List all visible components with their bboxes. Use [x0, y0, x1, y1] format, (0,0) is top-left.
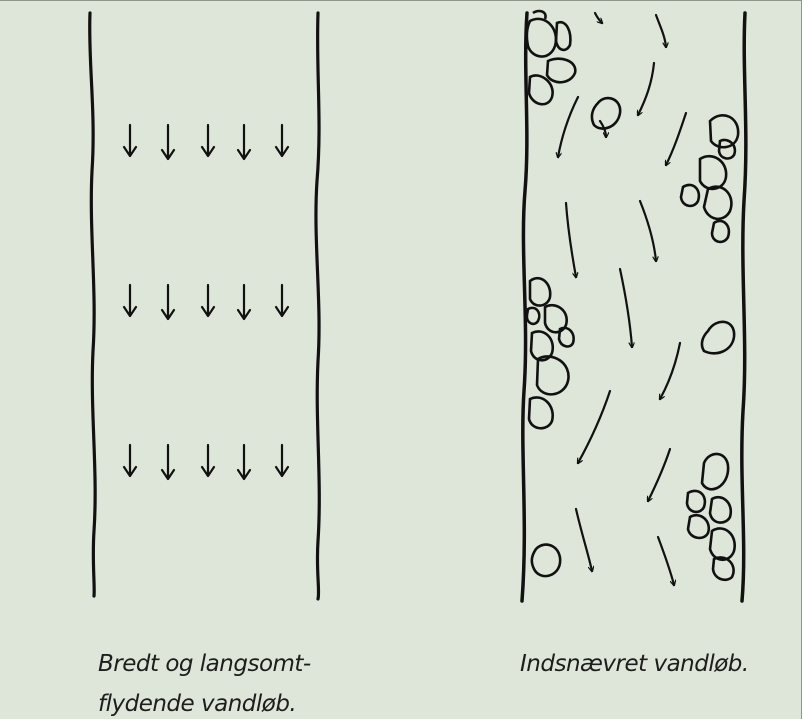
curved-flow-arrow — [558, 97, 578, 157]
wide-stream-panel — [90, 13, 320, 599]
rock — [532, 545, 560, 577]
curved-flow-arrow — [656, 15, 666, 47]
straight-flow-arrow — [276, 285, 288, 316]
flow-arrows-straight — [124, 125, 288, 479]
caption-narrow-stream: Indsnævret vandløb. — [520, 651, 749, 677]
rock — [702, 322, 734, 354]
rock — [530, 278, 550, 305]
curved-flow-arrow — [566, 203, 576, 277]
rock — [537, 356, 569, 394]
curved-flow-arrow — [576, 509, 592, 571]
caption-wide-stream-line-2: flydende vandløb. — [98, 691, 296, 717]
rock — [710, 497, 731, 522]
curved-flow-arrow — [666, 113, 686, 165]
curved-flow-arrow — [658, 537, 674, 585]
right-bank-left — [522, 13, 527, 601]
straight-flow-arrow — [202, 445, 214, 476]
curved-flow-arrow — [578, 391, 610, 463]
rock — [527, 308, 539, 324]
rock — [547, 59, 575, 83]
rock — [527, 19, 556, 57]
rock — [681, 185, 699, 206]
caption-wide-stream-line-1: Bredt og langsomt- — [98, 651, 311, 677]
curved-flow-arrow — [660, 343, 680, 399]
rock — [702, 454, 728, 489]
straight-flow-arrow — [162, 445, 174, 479]
straight-flow-arrow — [162, 125, 174, 159]
straight-flow-arrow — [124, 285, 136, 316]
left-bank-right — [316, 13, 319, 599]
straight-flow-arrow — [238, 285, 250, 319]
rock — [556, 22, 570, 50]
straight-flow-arrow — [124, 445, 136, 476]
rock — [529, 397, 553, 428]
curved-flow-arrow — [595, 13, 602, 23]
rock — [710, 528, 735, 559]
rock — [687, 491, 705, 512]
rock — [710, 115, 738, 147]
straight-flow-arrow — [238, 125, 250, 159]
rock — [700, 156, 726, 189]
straight-flow-arrow — [202, 285, 214, 316]
right-bank-right — [742, 13, 746, 601]
narrow-stream-panel — [522, 11, 746, 601]
curved-flow-arrow — [640, 201, 656, 261]
rock — [688, 515, 709, 538]
rocks — [527, 11, 738, 580]
flow-arrows-turbulent — [558, 13, 686, 585]
straight-flow-arrow — [276, 125, 288, 156]
curved-flow-arrow — [638, 63, 654, 115]
straight-flow-arrow — [202, 125, 214, 156]
straight-flow-arrow — [124, 125, 136, 156]
straight-flow-arrow — [162, 285, 174, 319]
curved-flow-arrow — [620, 269, 632, 347]
rock — [712, 221, 729, 242]
straight-flow-arrow — [238, 445, 250, 479]
rock — [719, 140, 735, 159]
rock — [704, 187, 731, 219]
curved-flow-arrow — [648, 449, 670, 501]
straight-flow-arrow — [276, 445, 288, 476]
rock — [592, 98, 620, 129]
left-bank-left — [90, 13, 95, 596]
